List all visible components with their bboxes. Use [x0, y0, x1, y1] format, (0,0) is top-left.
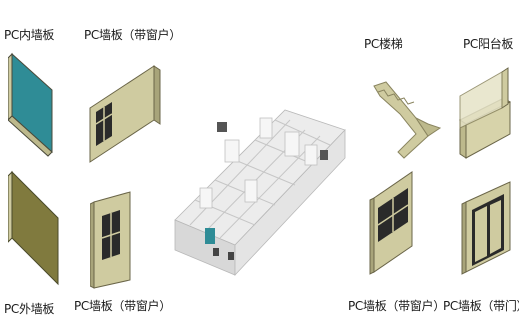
- pc-stair-component: [373, 81, 442, 159]
- label-pc-wall-with-window-bottom: PC墙板（带窗户）: [74, 299, 171, 313]
- label-pc-balcony: PC阳台板: [463, 37, 514, 51]
- label-pc-outer-wall: PC外墙板: [4, 302, 55, 316]
- label-pc-wall-with-window-right: PC墙板（带窗户）: [348, 299, 445, 313]
- pc-wall-window-panel-top: [89, 65, 161, 163]
- pc-outer-wall-panel: [8, 170, 59, 286]
- pc-wall-door-panel: [461, 181, 511, 275]
- label-pc-inner-wall: PC内墙板: [4, 28, 55, 42]
- label-pc-stair: PC楼梯: [364, 37, 403, 51]
- pc-wall-window-panel-right: [369, 171, 413, 275]
- pc-inner-wall-panel: [8, 52, 53, 157]
- label-pc-wall-with-window-top: PC墙板（带窗户）: [84, 28, 181, 42]
- label-pc-wall-with-door: PC墙板（带门）: [443, 299, 519, 313]
- pc-balcony-component: [459, 67, 511, 159]
- building-3d-plan: [174, 109, 346, 277]
- pc-wall-window-panel-bottom: [90, 191, 131, 289]
